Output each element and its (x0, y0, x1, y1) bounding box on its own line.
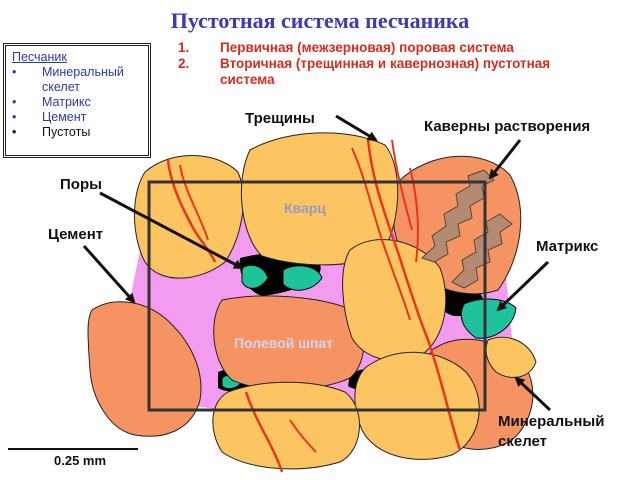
grain (354, 351, 480, 460)
label-feldspar: Полевой шпат (234, 335, 333, 351)
grain (134, 155, 244, 279)
grain (485, 336, 537, 378)
legend-heading: Песчаник (12, 50, 67, 64)
arrow-matrix (496, 260, 550, 312)
void-system-list: 1. Первичная (межзерновая) поровая систе… (178, 40, 598, 88)
void-system-item: 2. Вторичная (трещинная и кавернозная) п… (178, 56, 551, 87)
fracture-line (289, 419, 317, 453)
arrow-skeleton (514, 376, 552, 412)
fracture-line (351, 147, 411, 321)
fracture-line (179, 164, 209, 241)
fracture-line (409, 167, 419, 263)
void-system-item: 1. Первичная (межзерновая) поровая систе… (178, 40, 514, 55)
legend-item-cement: Цемент (12, 110, 142, 125)
label-matrix: Матрикс (536, 238, 599, 255)
fracture-line (244, 391, 284, 473)
vug-group (421, 169, 513, 289)
thin-section-frame (147, 180, 487, 412)
matrix-patch (282, 265, 323, 291)
arrow-pores (99, 191, 244, 270)
grain-feldspar (213, 295, 365, 390)
arrow-fractures (335, 114, 378, 142)
label-cement: Цемент (48, 226, 104, 243)
vug-band (451, 213, 513, 289)
fracture-line (391, 139, 413, 231)
scale-label: 0.25 mm (54, 453, 107, 468)
legend-list: Минеральный скелет Матрикс Цемент Пустот… (12, 65, 142, 140)
grain (87, 301, 202, 437)
label-fractures: Трещины (245, 110, 315, 127)
arrow-cement (82, 245, 136, 304)
label-quartz: Кварц (284, 200, 326, 216)
grain (212, 381, 360, 470)
matrix-patch (241, 264, 269, 289)
fracture-line (366, 139, 462, 451)
page-title: Пустотная система песчаника (170, 8, 470, 33)
label-skeleton: Минеральный скелет (498, 413, 605, 450)
vug-band (421, 169, 495, 263)
legend-item-voids: Пустоты (12, 125, 142, 140)
arrow-vugs (488, 139, 522, 180)
label-vugs: Каверны растворения (424, 118, 591, 135)
label-pores: Поры (60, 176, 102, 193)
legend-item-skeleton: Минеральный скелет (12, 65, 142, 95)
legend-box: Песчаник Минеральный скелет Матрикс Цеме… (3, 43, 151, 158)
legend-item-matrix: Матрикс (12, 95, 142, 110)
